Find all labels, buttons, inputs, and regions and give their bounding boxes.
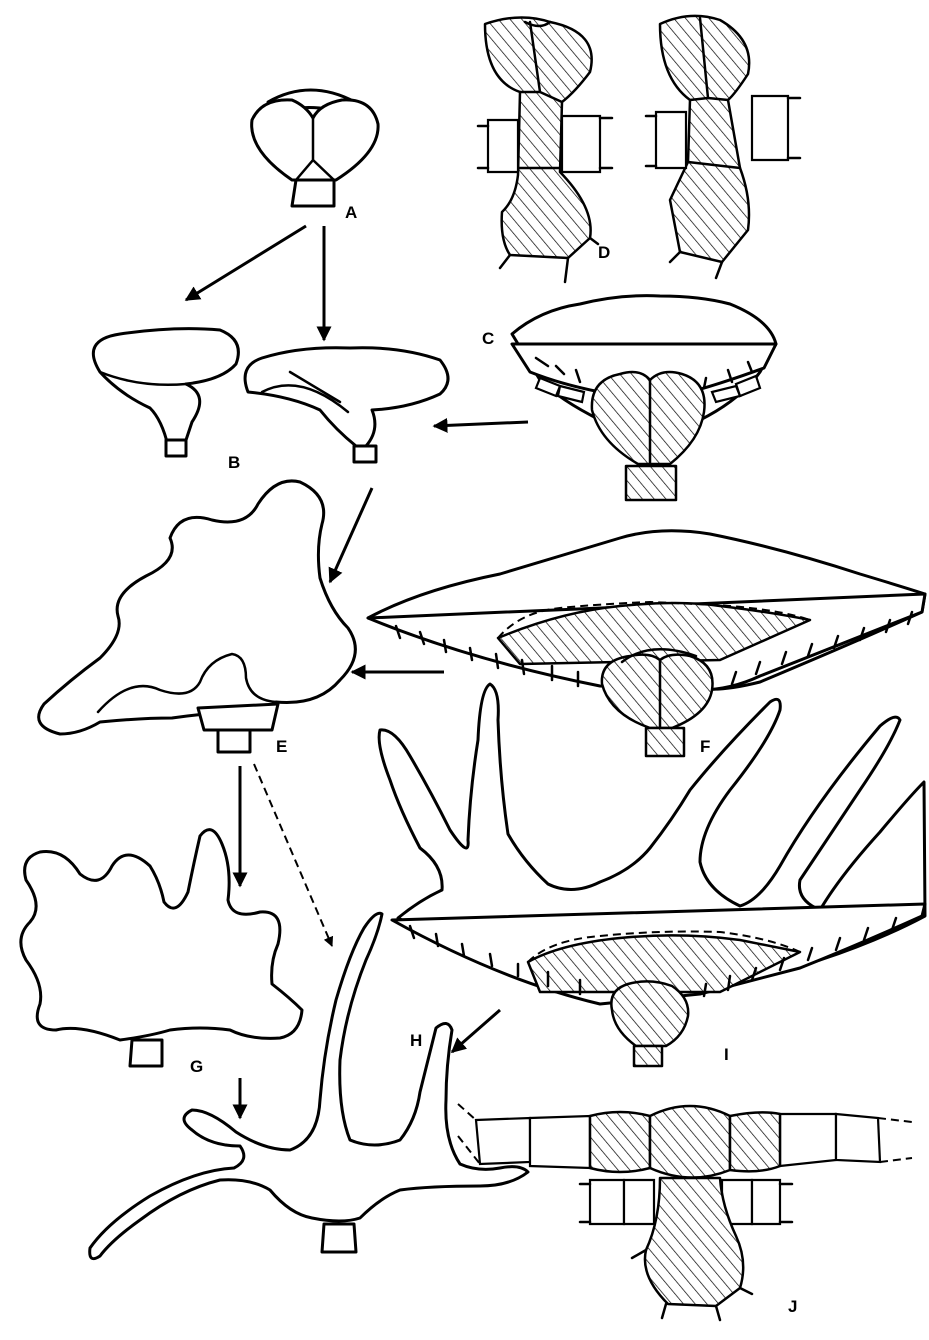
label-a: A — [345, 203, 357, 222]
arrow-i-to-h — [452, 1010, 500, 1052]
label-b: B — [228, 453, 240, 472]
label-c: C — [482, 329, 494, 348]
stage-d-right — [646, 16, 800, 278]
stage-c-structure — [512, 296, 776, 500]
stage-b-left — [93, 329, 238, 456]
label-h: H — [410, 1031, 422, 1050]
label-e: E — [276, 737, 287, 756]
label-g: G — [190, 1057, 203, 1076]
stage-b-right — [245, 348, 448, 462]
stage-f-structure — [368, 531, 925, 756]
stage-d-left — [478, 17, 612, 282]
label-f: F — [700, 737, 710, 756]
label-d: D — [598, 243, 610, 262]
stage-j-structure — [458, 1104, 912, 1320]
arrow-a-to-b-left — [186, 226, 306, 300]
arrow-b-to-e — [330, 488, 372, 582]
label-j: J — [788, 1297, 797, 1316]
arrow-c-to-b — [434, 422, 528, 426]
stage-a-structure — [252, 90, 378, 206]
label-i: I — [724, 1045, 729, 1064]
stage-e-structure — [39, 481, 356, 752]
stage-g-structure — [21, 830, 302, 1066]
